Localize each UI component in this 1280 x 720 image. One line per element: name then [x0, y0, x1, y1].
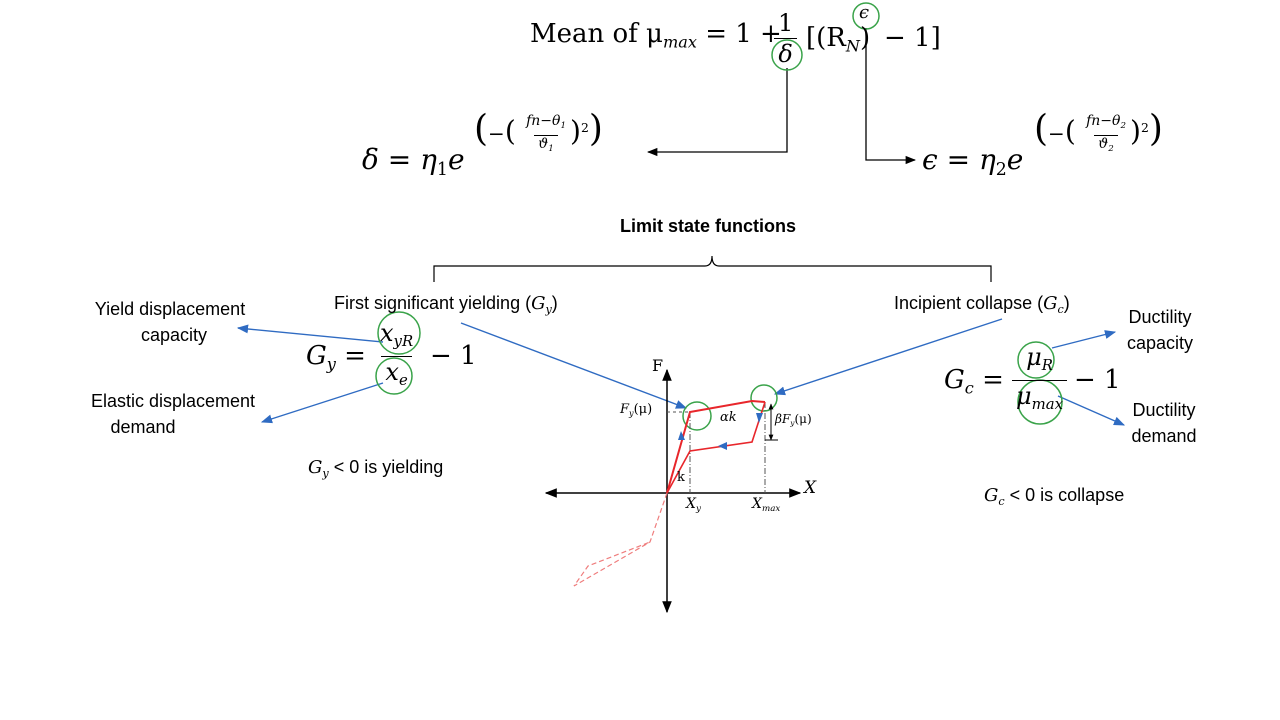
path-direction-arrow-3 [718, 442, 727, 450]
first-yield-label: First significant yielding (Gy) [334, 293, 558, 316]
one-over-delta: 1 δ [774, 8, 797, 69]
rn-bracket-term: [(RN) [806, 23, 871, 56]
epsilon-exponent-expression: (−( fn−θ2 ϑ2 )2) [1034, 108, 1163, 158]
f-axis-label: F [652, 356, 664, 375]
first-yield-pointer-arrow [460, 322, 688, 409]
dashed-negative-branch [573, 492, 668, 587]
xmax-tick-label: Xmax [752, 496, 781, 515]
x-axis-label: X [804, 478, 817, 498]
epsilon-exponent: ϵ [859, 2, 870, 23]
fy-label: Fy(μ) [620, 402, 653, 418]
gy-fraction: xyR xe [376, 318, 417, 395]
gy-equation-lhs: Gy = [306, 341, 366, 374]
path-direction-arrow-1 [678, 431, 685, 440]
path-direction-arrow-2 [756, 413, 763, 423]
ductility-demand-arrow [1057, 395, 1126, 426]
mean-mu-rhs-prefix: = 1 + [705, 19, 782, 49]
delta-highlight-circle [771, 39, 803, 71]
yield-point-circle [682, 401, 712, 431]
elastic-demand-label: Elastic displacement demand [90, 391, 256, 437]
ductility-capacity-label: Ductility capacity [1126, 307, 1194, 353]
epsilon-highlight-circle [852, 2, 880, 30]
limit-state-brace [433, 255, 992, 282]
ductility-capacity-arrow [1051, 330, 1117, 349]
yield-capacity-arrow [236, 324, 384, 343]
beta-fy-label: βFy(μ) [775, 412, 812, 428]
mean-mu-lhs: Mean of μ [530, 19, 663, 49]
backbone-curve [666, 399, 766, 494]
mumax-highlight-circle [1017, 379, 1063, 425]
mean-mu-equation: Mean of μmax = 1 + [530, 19, 782, 52]
gy-equation-tail: − 1 [430, 341, 477, 371]
gc-equation-tail: − 1 [1074, 365, 1121, 395]
collapse-pointer-arrow [773, 318, 1003, 396]
xyr-highlight-circle [377, 311, 421, 355]
gc-fraction: μR μmax [1012, 342, 1067, 419]
delta-exponent: (−( fn−θ1 ϑ1 )2) [474, 108, 603, 158]
collapse-label: Incipient collapse (Gc) [894, 293, 1070, 316]
gc-condition: Gc < 0 is collapse [984, 485, 1125, 508]
gy-condition: Gy < 0 is yielding [308, 457, 444, 480]
xy-tick-label: Xy [686, 496, 701, 515]
alpha-k-label: αk [720, 410, 737, 425]
epsilon-equation: ϵ = η2e [922, 143, 1024, 181]
delta-equation: δ = η1e [362, 143, 465, 181]
delta-connector-arrow [646, 68, 788, 157]
elastic-demand-arrow [260, 382, 384, 424]
epsilon-connector-arrow [865, 28, 917, 165]
k-label: k [677, 470, 685, 485]
top-equation-tail: − 1] [884, 23, 941, 53]
ductility-demand-label: Ductility demand [1131, 400, 1197, 446]
muR-highlight-circle [1017, 341, 1055, 379]
gc-equation-lhs: Gc = [944, 365, 1004, 398]
limit-state-heading: Limit state functions [620, 216, 797, 236]
yield-capacity-label: Yield displacement capacity [94, 299, 246, 345]
xe-highlight-circle [375, 357, 413, 395]
collapse-point-circle [750, 384, 778, 412]
